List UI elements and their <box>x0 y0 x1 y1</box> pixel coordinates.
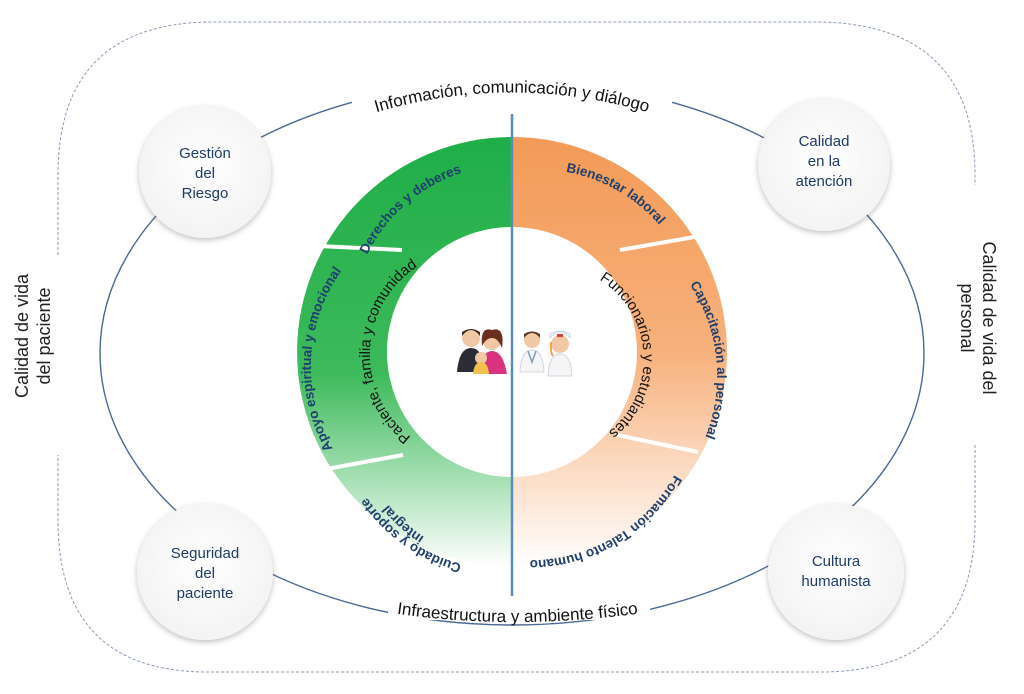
node-cultura-humanista: Cultura humanista <box>768 504 904 640</box>
right-side-line-1: Calidad de vida del <box>979 241 999 394</box>
node-calidad-atencion: Calidad en la atención <box>758 99 890 231</box>
node-gestion-riesgo: Gestión del Riesgo <box>139 106 271 238</box>
left-side-line-1: Calidad de vida <box>12 273 32 398</box>
node-seguridad-paciente: Seguridad del paciente <box>137 504 273 640</box>
outer-frame <box>57 21 976 673</box>
ring-left-segment <box>297 137 512 567</box>
node-calidad-line-3: atención <box>796 173 853 190</box>
node-gestion-line-1: Gestión <box>179 145 231 162</box>
ring-separator-2 <box>320 453 404 472</box>
ring-separator-1 <box>317 244 403 252</box>
node-seguridad-line-2: del <box>195 565 215 582</box>
node-gestion-line-3: Riesgo <box>182 185 229 202</box>
node-calidad-line-2: en la <box>808 153 841 170</box>
node-seguridad-line-3: paciente <box>177 585 234 602</box>
family-icon <box>457 329 507 374</box>
ring-separator-4 <box>616 433 699 454</box>
left-side-label: Calidad de vida del paciente <box>12 273 54 398</box>
bottom-arc-label-backdrop <box>388 596 650 620</box>
node-cultura-line-1: Cultura <box>812 553 861 570</box>
ring-separator-3 <box>619 234 701 252</box>
right-side-label: Calidad de vida del personal <box>957 241 999 394</box>
left-side-line-2: del paciente <box>34 287 54 384</box>
top-arc-label-backdrop <box>352 80 672 114</box>
node-gestion-line-2: del <box>195 165 215 182</box>
node-calidad-line-1: Calidad <box>799 133 850 150</box>
medical-staff-icon <box>519 330 573 377</box>
right-side-line-2: personal <box>957 283 977 352</box>
ring-right-segment <box>512 137 727 567</box>
node-seguridad-line-1: Seguridad <box>171 545 239 562</box>
node-cultura-line-2: humanista <box>801 573 871 590</box>
